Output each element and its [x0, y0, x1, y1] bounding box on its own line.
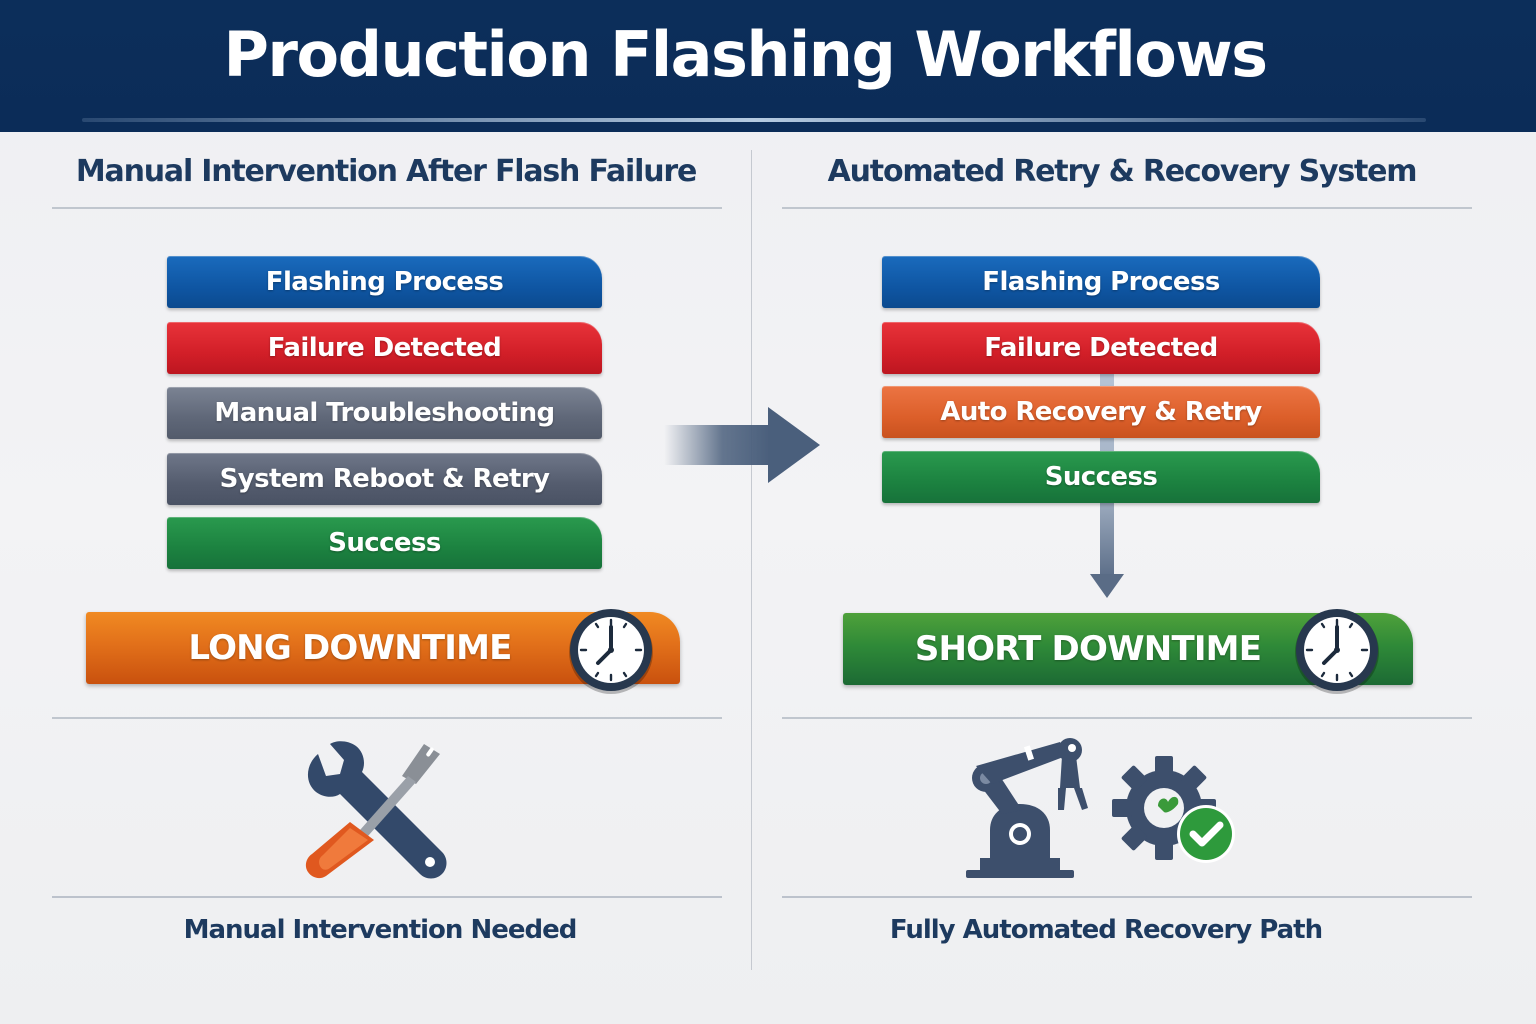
page-title: Production Flashing Workflows	[223, 18, 1268, 91]
short-downtime-label: SHORT DOWNTIME	[914, 629, 1262, 669]
right-title-divider	[782, 207, 1472, 209]
right-arrow-icon	[664, 407, 820, 483]
robot-arm-icon	[966, 738, 1088, 878]
right-step-failure-detected: Failure Detected	[882, 322, 1320, 374]
left-divider-bottom	[52, 896, 722, 898]
long-downtime-label: LONG DOWNTIME	[188, 628, 512, 668]
header-divider	[82, 118, 1426, 122]
right-divider-middle	[782, 717, 1472, 719]
wrench-icon	[307, 741, 447, 879]
right-step-flashing-process: Flashing Process	[882, 256, 1320, 308]
right-step-success: Success	[882, 451, 1320, 503]
left-step-flashing-process: Flashing Process	[167, 256, 602, 308]
right-divider-bottom	[782, 896, 1472, 898]
screwdriver-icon	[305, 744, 440, 879]
header-banner: Production Flashing Workflows	[0, 0, 1536, 132]
left-step-failure-detected: Failure Detected	[167, 322, 602, 374]
left-caption: Manual Intervention Needed	[183, 915, 578, 945]
left-step-success: Success	[167, 517, 602, 569]
left-step-system-reboot-retry: System Reboot & Retry	[167, 453, 602, 505]
left-title-divider	[52, 207, 722, 209]
wrench-screwdriver-icon	[305, 741, 447, 879]
clock-icon	[569, 609, 653, 694]
clock-icon	[1295, 609, 1379, 694]
right-caption: Fully Automated Recovery Path	[889, 915, 1323, 945]
left-panel-title: Manual Intervention After Flash Failure	[75, 154, 697, 189]
gear-check-icon	[1112, 756, 1235, 863]
center-divider	[751, 150, 752, 970]
left-divider-middle	[52, 717, 722, 719]
right-panel-title: Automated Retry & Recovery System	[827, 154, 1418, 189]
left-step-manual-troubleshooting: Manual Troubleshooting	[167, 387, 602, 439]
right-step-auto-recovery-retry: Auto Recovery & Retry	[882, 386, 1320, 438]
